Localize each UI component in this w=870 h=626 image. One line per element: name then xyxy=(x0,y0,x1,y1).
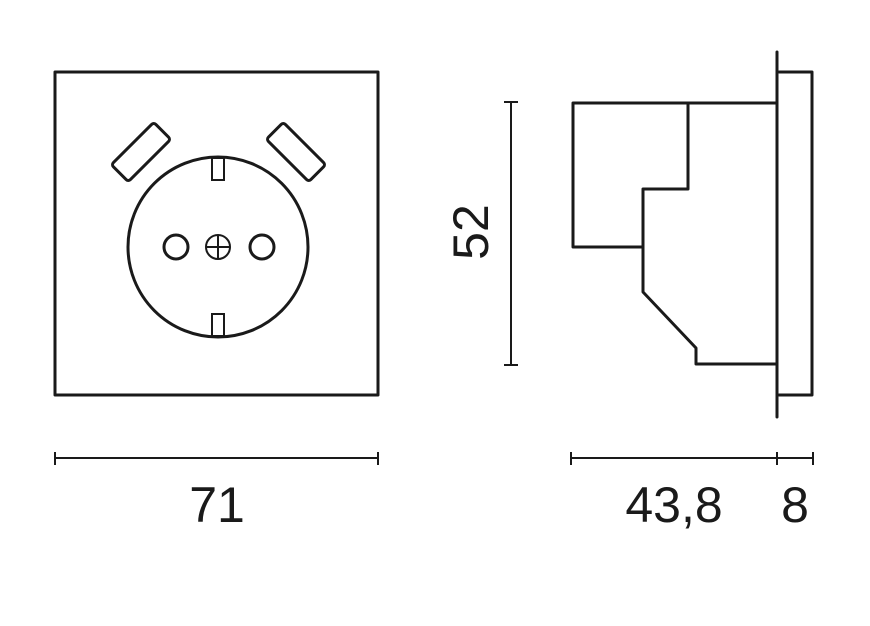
pin-hole-right xyxy=(248,233,276,261)
housing-body xyxy=(641,101,779,366)
cover-plate-side xyxy=(777,70,814,397)
depth-dimension: 43,8 8 xyxy=(570,452,814,533)
width-label: 71 xyxy=(189,477,245,533)
depth-label: 43,8 xyxy=(625,477,722,533)
pin-hole-left xyxy=(162,233,190,261)
front-view xyxy=(53,70,380,397)
plate-thickness-label: 8 xyxy=(781,477,809,533)
front-plate-outline xyxy=(53,70,380,397)
earth-clip-top xyxy=(211,157,225,181)
height-label: 52 xyxy=(443,204,499,260)
earth-clip-bottom xyxy=(211,313,225,337)
housing-upper xyxy=(571,101,779,249)
usb-port-right xyxy=(266,122,326,182)
usb-port-left xyxy=(111,122,171,182)
screw-icon xyxy=(205,234,231,260)
side-view xyxy=(571,50,814,419)
width-dimension: 71 xyxy=(54,452,379,533)
height-dimension: 52 xyxy=(443,101,518,366)
